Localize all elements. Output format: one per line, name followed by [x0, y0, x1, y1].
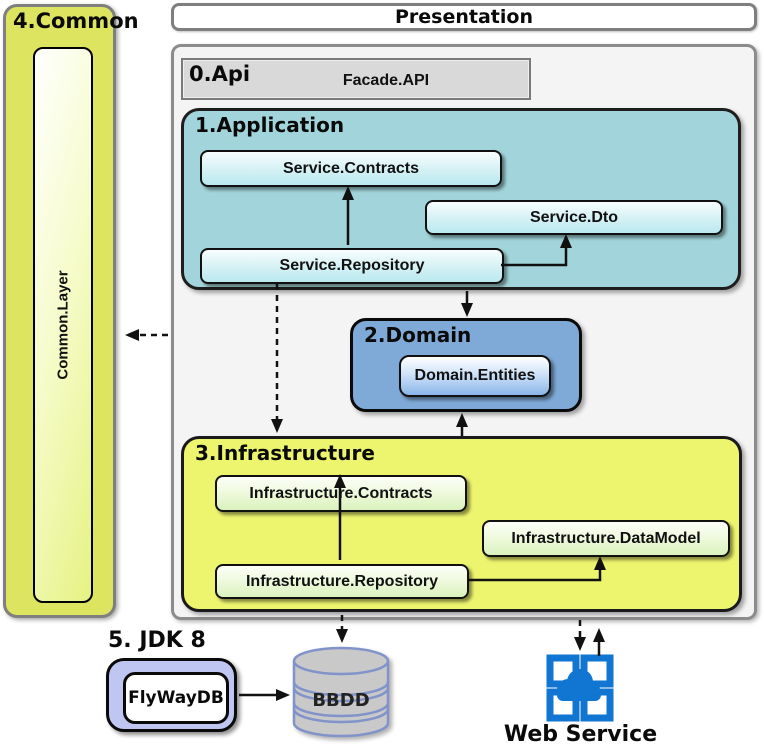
api-layer-title: 0.Api	[189, 62, 251, 86]
service-contracts-box: Service.Contracts	[200, 150, 502, 187]
application-layer-title: 1.Application	[195, 113, 345, 137]
flywaydb-box: FlyWayDB	[123, 672, 229, 724]
web-service-label: Web Service	[503, 722, 658, 747]
infrastructure-layer-title: 3.Infrastructure	[195, 441, 375, 465]
service-repository-box: Service.Repository	[200, 248, 504, 284]
infrastructure-layer-box: 3.Infrastructure Infrastructure.Contract…	[181, 436, 742, 612]
database-icon	[292, 646, 390, 738]
common-layer-inner-box: Common.Layer	[33, 47, 93, 603]
presentation-title-bar: Presentation	[171, 3, 757, 31]
jdk-box: FlyWayDB	[106, 658, 237, 732]
web-service-icon	[546, 654, 614, 722]
domain-layer-box: 2.Domain Domain.Entities	[350, 318, 582, 412]
common-layer-box: 4.Common Common.Layer	[3, 4, 139, 618]
database-cylinder: BBDD	[290, 644, 392, 740]
jdk-title: 5. JDK 8	[108, 628, 206, 653]
service-dto-box: Service.Dto	[425, 200, 723, 235]
presentation-title: Presentation	[395, 6, 533, 28]
infrastructure-datamodel-box: Infrastructure.DataModel	[482, 520, 730, 557]
infrastructure-repository-box: Infrastructure.Repository	[215, 564, 469, 599]
facade-api-box: Facade.API	[342, 72, 430, 89]
domain-entities-box: Domain.Entities	[399, 355, 551, 397]
web-service	[544, 652, 616, 724]
domain-layer-title: 2.Domain	[364, 323, 472, 347]
application-layer-box: 1.Application Service.Contracts Service.…	[181, 108, 741, 290]
api-layer-box: 0.Api Facade.API	[181, 58, 531, 100]
infrastructure-contracts-box: Infrastructure.Contracts	[215, 475, 467, 512]
cloud-icon	[557, 669, 601, 701]
common-layer-title: 4.Common	[13, 9, 139, 33]
common-layer-label: Common.Layer	[54, 270, 72, 380]
